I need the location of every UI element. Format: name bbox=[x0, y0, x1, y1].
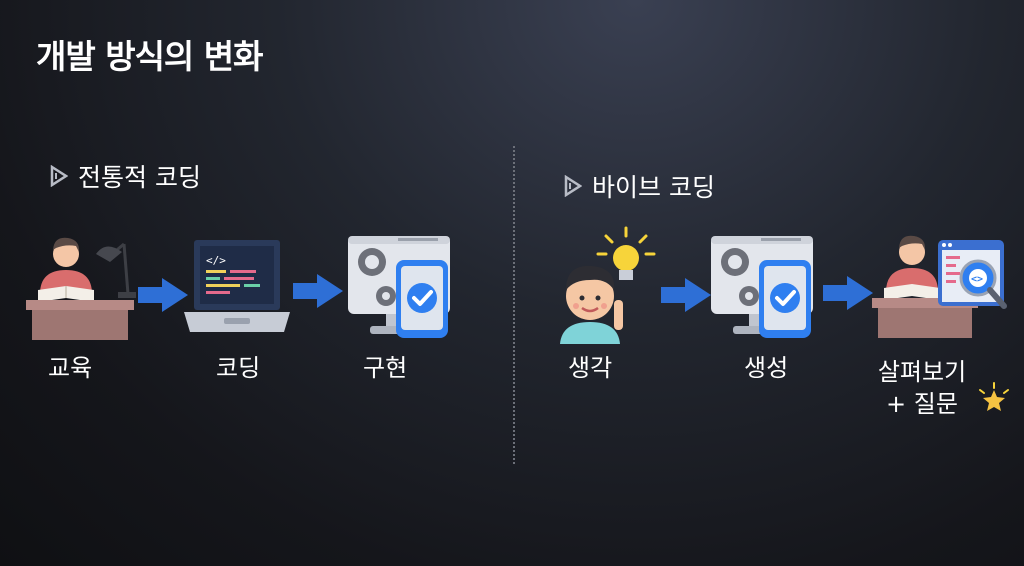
step-label-implementation: 구현 bbox=[363, 354, 408, 382]
sparkle-star-icon bbox=[979, 382, 1009, 411]
traditional-heading: 전통적 코딩 bbox=[50, 158, 201, 194]
step-label-review-line2: + 질문 bbox=[886, 390, 958, 418]
flow-arrow-1 bbox=[138, 278, 188, 312]
vibe-heading-text: 바이브 코딩 bbox=[592, 173, 715, 202]
play-arrow-icon bbox=[564, 175, 582, 197]
section-divider bbox=[513, 146, 515, 464]
vibe-heading: 바이브 코딩 bbox=[564, 168, 715, 204]
flow-arrow-2 bbox=[293, 274, 343, 308]
flow-arrow-3 bbox=[661, 278, 711, 312]
step-label-generation: 생성 bbox=[744, 354, 789, 382]
student-reading-icon bbox=[26, 237, 136, 340]
play-arrow-icon bbox=[50, 165, 68, 187]
step-label-review: 살펴보기 + 질문 bbox=[867, 356, 977, 420]
svg-text:<>: <> bbox=[971, 274, 983, 285]
laptop-code-icon: </> bbox=[184, 240, 290, 332]
step-label-review-line1: 살펴보기 bbox=[877, 358, 967, 386]
student-review-code-icon: <> bbox=[872, 235, 1007, 338]
traditional-heading-text: 전통적 코딩 bbox=[78, 163, 201, 192]
slide-title: 개발 방식의 변화 bbox=[36, 37, 263, 76]
computer-gear-check-icon bbox=[348, 236, 450, 338]
flow-arrow-4 bbox=[823, 276, 873, 310]
person-idea-icon bbox=[560, 226, 656, 344]
step-label-education: 교육 bbox=[48, 354, 93, 382]
computer-gear-check-icon bbox=[711, 236, 813, 338]
svg-text:</>: </> bbox=[206, 254, 226, 267]
step-label-coding: 코딩 bbox=[216, 354, 261, 382]
step-label-thinking: 생각 bbox=[568, 354, 613, 382]
